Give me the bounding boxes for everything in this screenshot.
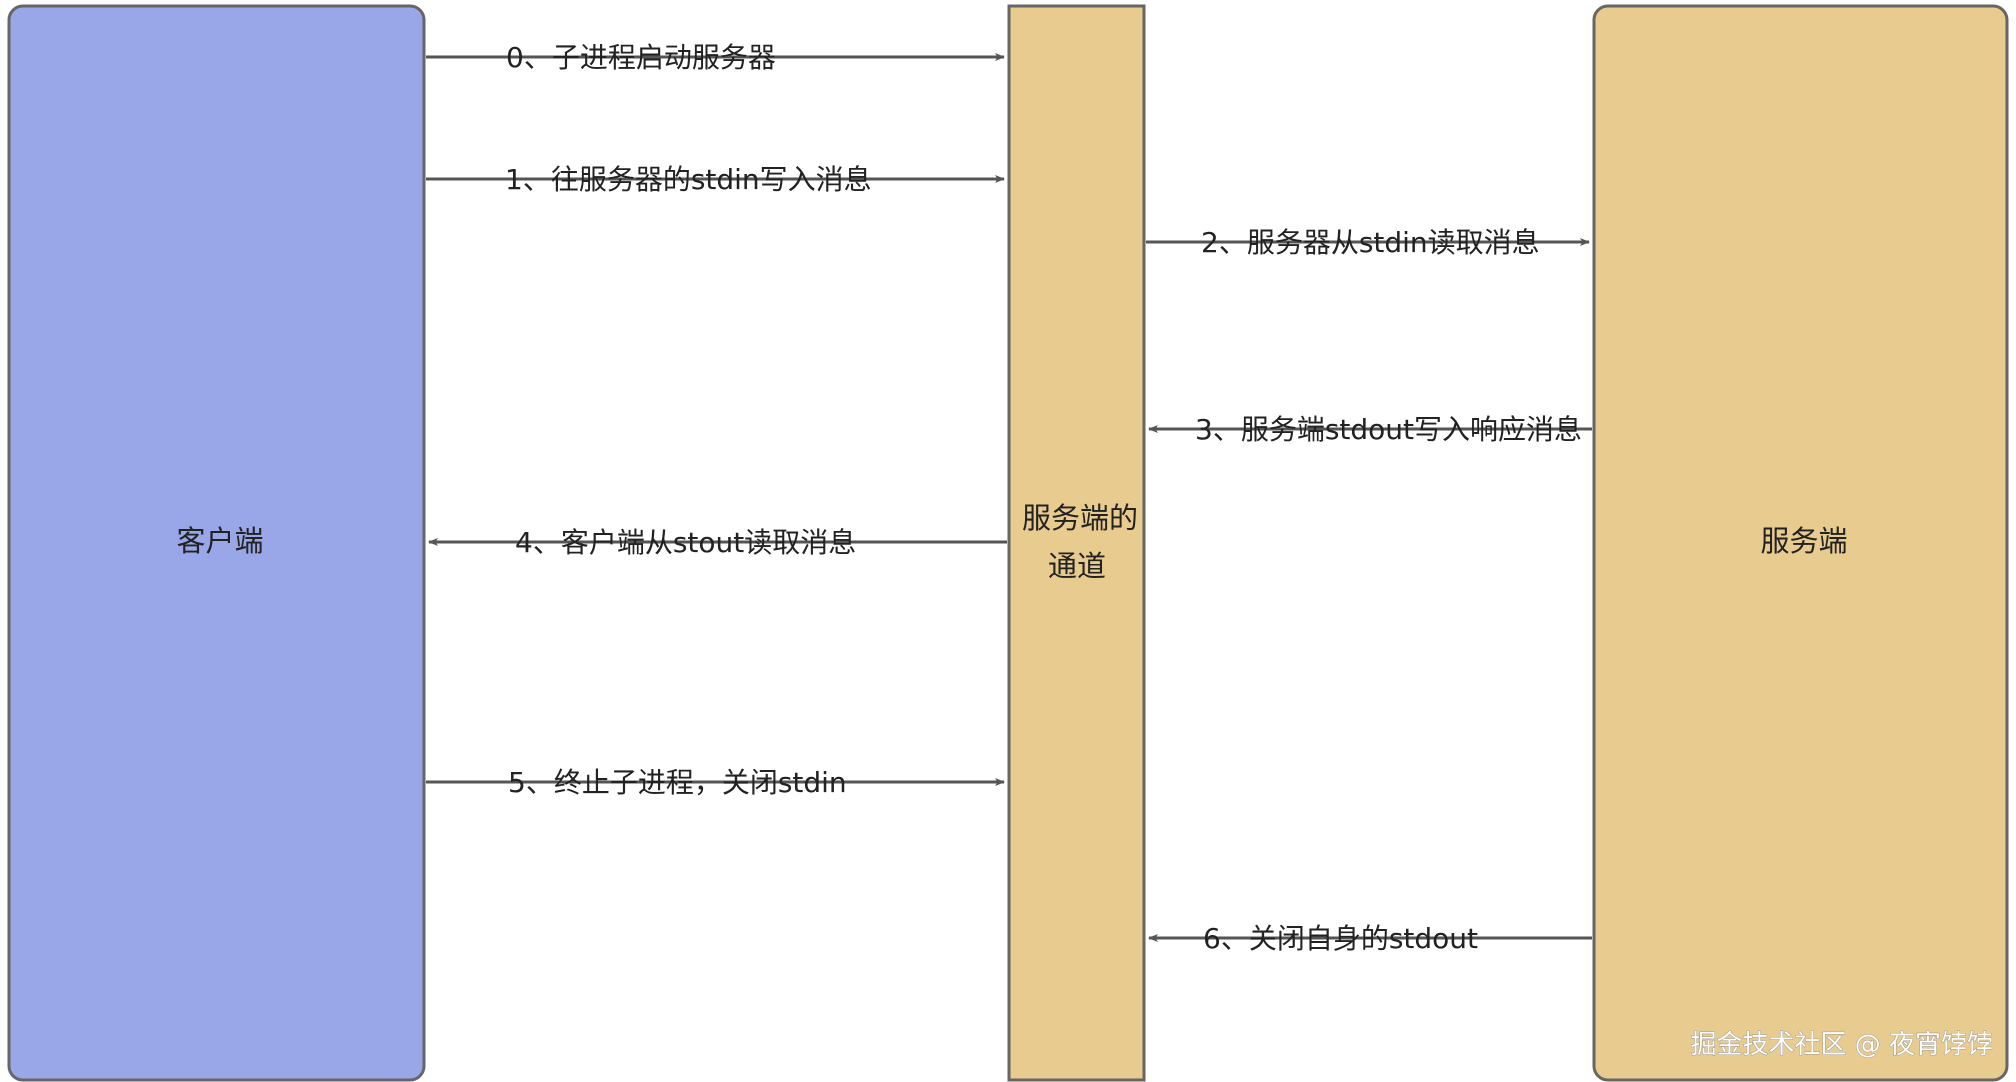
client-node: 客户端: [7, 4, 426, 1082]
channel-label-line2: 通道: [1048, 549, 1106, 583]
channel-node: 服务端的 通道: [1007, 4, 1146, 1082]
server-label: 服务端: [1760, 524, 1847, 558]
channel-label-line1: 服务端的: [1022, 501, 1138, 535]
edge-5: 5、终止子进程，关闭stdin: [426, 766, 1005, 799]
edge-5-label: 5、终止子进程，关闭stdin: [508, 766, 847, 799]
edge-2: 2、服务器从stdin读取消息: [1146, 226, 1590, 259]
server-node: 服务端: [1592, 4, 2009, 1082]
edge-4: 4、客户端从stout读取消息: [428, 526, 1007, 559]
edge-1-label: 1、往服务器的stdin写入消息: [505, 163, 872, 196]
server-box: [1592, 4, 2009, 1082]
watermark: 掘金技术社区 @ 夜宵饽饽: [1690, 1030, 1993, 1060]
edge-4-label: 4、客户端从stout读取消息: [515, 526, 856, 559]
channel-box: [1007, 4, 1146, 1082]
edge-6-label: 6、关闭自身的stdout: [1203, 922, 1478, 955]
client-box: [7, 4, 426, 1082]
edge-1: 1、往服务器的stdin写入消息: [426, 163, 1005, 196]
edge-3: 3、服务端stdout写入响应消息: [1148, 413, 1592, 446]
edge-0: 0、子进程启动服务器: [426, 41, 1005, 74]
edge-3-label: 3、服务端stdout写入响应消息: [1195, 413, 1582, 446]
edge-6: 6、关闭自身的stdout: [1148, 922, 1592, 955]
edge-0-label: 0、子进程启动服务器: [506, 41, 776, 74]
client-label: 客户端: [176, 524, 263, 558]
edge-2-label: 2、服务器从stdin读取消息: [1201, 226, 1540, 259]
